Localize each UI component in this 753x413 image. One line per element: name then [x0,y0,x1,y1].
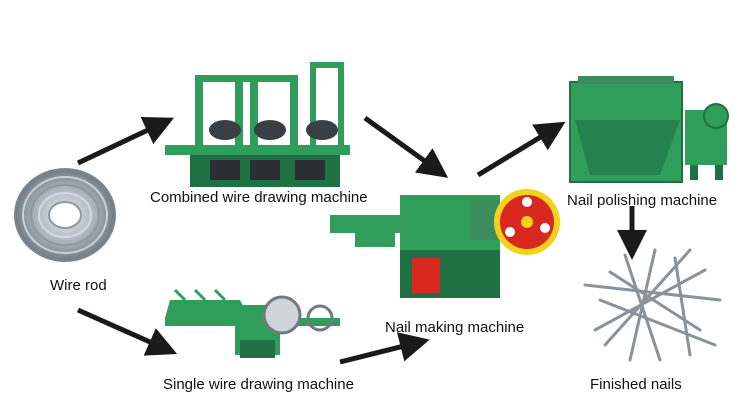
wire-rod-label: Wire rod [50,277,107,294]
combined-wire-drawing-machine-image [165,62,350,187]
wire-rod-coil-image [14,168,116,262]
combined-wire-drawing-machine-label: Combined wire drawing machine [150,189,368,206]
nail-making-machine-image [330,189,560,298]
arrow-wire-rod-to-single [76,307,178,356]
finished-nails-image [583,248,722,362]
arrow-wire-rod-to-combined [76,116,175,166]
arrow-combined-to-nail-making [363,115,449,178]
single-wire-drawing-machine-label: Single wire drawing machine [163,376,354,393]
nail-polishing-machine-image [569,76,729,183]
nail-making-machine-label: Nail making machine [385,319,525,336]
flow-arrows [76,115,647,365]
finished-nails-label: Finished nails [590,376,682,393]
arrow-single-to-nail-making [339,332,430,365]
arrow-nail-making-to-polishing [476,121,566,178]
nail-polishing-machine-label: Nail polishing machine [567,192,718,209]
single-wire-drawing-machine-image [165,288,340,358]
